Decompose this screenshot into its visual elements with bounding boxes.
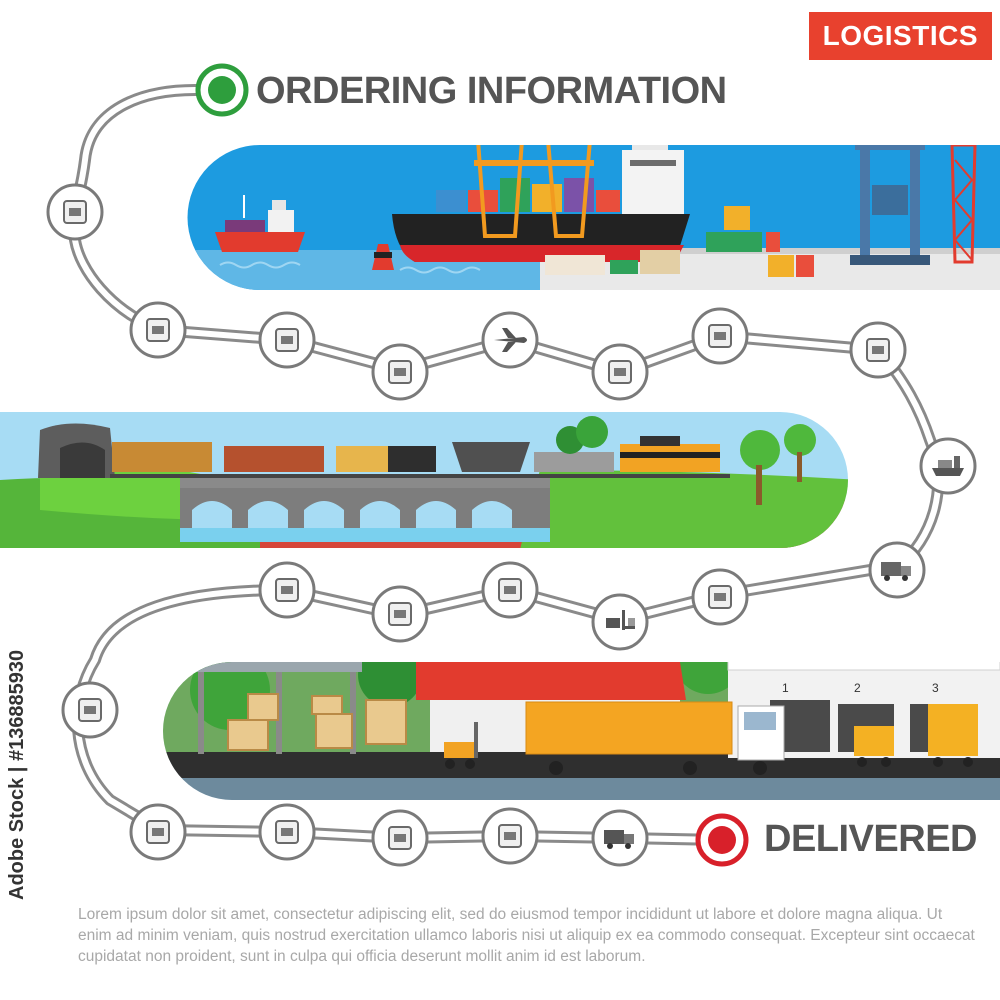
pallet-boxes-icon — [691, 307, 749, 365]
end-heading: DELIVERED — [764, 818, 977, 860]
airplane-icon — [481, 311, 539, 369]
kiosk-screen-icon — [258, 803, 316, 861]
dock-containers — [545, 206, 814, 277]
lattice-tower — [950, 145, 977, 264]
stock-watermark: Adobe Stock | #136885930 — [6, 649, 28, 900]
door-number: 2 — [854, 681, 861, 695]
warehouse-shelves-icon — [258, 311, 316, 369]
loading-dock-icon — [258, 561, 316, 619]
crates — [227, 693, 407, 751]
hand-truck-boxes-icon — [481, 561, 539, 619]
forklift-icon — [591, 593, 649, 651]
footer-text: Lorem ipsum dolor sit amet, consectetur … — [78, 906, 975, 965]
rail-scene — [0, 412, 848, 548]
cargo-ship-icon — [919, 437, 977, 495]
headset-operator-icon — [46, 183, 104, 241]
truck-icon — [591, 809, 649, 867]
small-ship — [215, 195, 305, 252]
scanner-box-icon — [591, 343, 649, 401]
map-pin-icon — [129, 803, 187, 861]
gantry-crane — [850, 145, 930, 265]
viaduct-bridge — [180, 474, 550, 542]
start-heading: ORDERING INFORMATION — [256, 70, 727, 112]
door-number: 1 — [782, 681, 789, 695]
port-scene — [187, 145, 1000, 290]
route-icon-nodes — [46, 183, 977, 867]
delivery-truck-icon — [868, 541, 926, 599]
semi-truck — [525, 701, 785, 775]
mobile-checklist-icon — [371, 809, 429, 867]
buoy — [372, 244, 394, 270]
trees — [556, 416, 816, 505]
crane-container-icon — [849, 321, 907, 379]
box-truck-small — [854, 726, 894, 767]
warehouse-scene: 1 2 3 — [163, 662, 1000, 800]
logistics-badge: LOGISTICS — [808, 12, 992, 60]
map-location-icon — [129, 301, 187, 359]
warehouse-search-icon — [691, 568, 749, 626]
forklift — [444, 722, 478, 769]
support-agent-icon — [481, 807, 539, 865]
hand-truck-box-icon — [371, 343, 429, 401]
start-marker — [195, 63, 249, 117]
end-marker — [695, 813, 749, 867]
conveyor-belt-icon — [371, 585, 429, 643]
tunnel — [38, 423, 115, 478]
box-checkmark-icon — [61, 681, 119, 739]
box-truck-small — [928, 704, 978, 767]
freight-train — [110, 436, 730, 478]
door-number: 3 — [932, 681, 939, 695]
container-ship — [392, 145, 690, 262]
